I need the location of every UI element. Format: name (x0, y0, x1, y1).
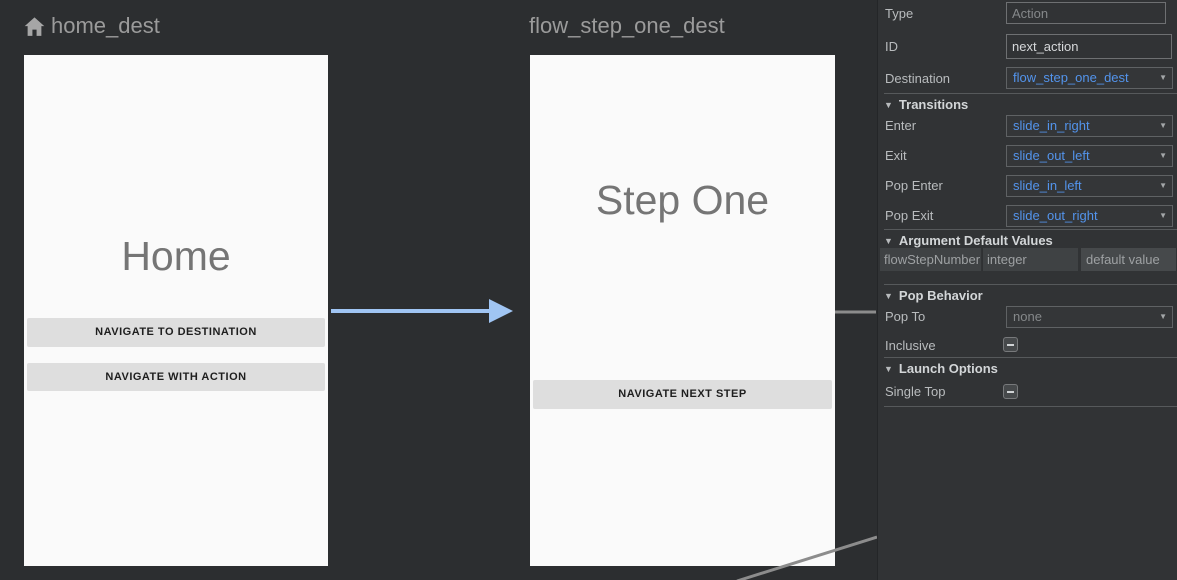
argument-name-cell: flowStepNumber (880, 248, 981, 271)
chevron-down-icon: ▼ (1159, 312, 1167, 321)
collapse-triangle-icon: ▼ (884, 291, 893, 301)
enter-transition-value: slide_in_right (1013, 118, 1090, 133)
inclusive-label: Inclusive (885, 338, 936, 353)
section-separator (884, 406, 1177, 407)
section-separator (884, 357, 1177, 358)
chevron-down-icon: ▼ (1159, 121, 1167, 130)
chevron-down-icon: ▼ (1159, 151, 1167, 160)
destination-label: Destination (885, 71, 951, 86)
home-icon (24, 16, 45, 36)
chevron-down-icon: ▼ (1159, 73, 1167, 82)
transitions-section-header[interactable]: ▼ Transitions (884, 97, 968, 112)
destination-title: flow_step_one_dest (529, 13, 725, 38)
single-top-checkbox[interactable] (1003, 384, 1018, 399)
type-label: Type (885, 6, 914, 21)
indeterminate-dash-icon (1007, 344, 1014, 346)
destination-preview-flow-step-one[interactable]: Step One NAVIGATE NEXT STEP (530, 55, 835, 566)
preview-button: NAVIGATE WITH ACTION (27, 363, 325, 391)
destination-dropdown[interactable]: flow_step_one_dest ▼ (1006, 67, 1173, 89)
pop-exit-label: Pop Exit (885, 208, 934, 223)
pop-enter-transition-value: slide_in_left (1013, 178, 1082, 193)
section-title: Argument Default Values (898, 233, 1053, 248)
enter-label: Enter (885, 118, 917, 133)
exit-transition-dropdown[interactable]: slide_out_left ▼ (1006, 145, 1173, 167)
exit-label: Exit (885, 148, 907, 163)
screen-title: Home (121, 233, 231, 279)
argument-defaults-section-header[interactable]: ▼ Argument Default Values (884, 233, 1053, 248)
collapse-triangle-icon: ▼ (884, 100, 893, 110)
section-separator (884, 229, 1177, 230)
destination-title: home_dest (51, 13, 160, 38)
properties-panel: Type ID Destination flow_step_one_dest ▼… (877, 0, 1177, 580)
section-separator (884, 284, 1177, 285)
destination-preview-home[interactable]: Home NAVIGATE TO DESTINATION NAVIGATE WI… (24, 55, 328, 566)
collapse-triangle-icon: ▼ (884, 236, 893, 246)
nav-graph-canvas[interactable]: home_dest flow_step_one_dest Home NAVIGA… (0, 0, 877, 580)
destination-dropdown-value: flow_step_one_dest (1013, 70, 1129, 85)
pop-exit-transition-dropdown[interactable]: slide_out_right ▼ (1006, 205, 1173, 227)
launch-options-section-header[interactable]: ▼ Launch Options (884, 361, 998, 376)
pop-exit-transition-value: slide_out_right (1013, 208, 1098, 223)
type-input[interactable] (1006, 2, 1166, 24)
section-title: Pop Behavior (898, 288, 983, 303)
argument-row: flowStepNumber integer (880, 248, 1176, 271)
action-arrow-selected[interactable] (331, 299, 513, 323)
chevron-down-icon: ▼ (1159, 211, 1167, 220)
destination-label-flow-step-one[interactable]: flow_step_one_dest (529, 11, 725, 41)
chevron-down-icon: ▼ (1159, 181, 1167, 190)
preview-button: NAVIGATE TO DESTINATION (27, 318, 325, 347)
section-title: Launch Options (898, 361, 998, 376)
section-title: Transitions (898, 97, 969, 112)
argument-default-value-input[interactable] (1081, 248, 1176, 271)
screen-title: Step One (595, 177, 770, 223)
collapse-triangle-icon: ▼ (884, 364, 893, 374)
argument-type-cell: integer (982, 248, 1078, 271)
single-top-label: Single Top (885, 384, 946, 399)
section-separator (884, 93, 1177, 94)
exit-transition-value: slide_out_left (1013, 148, 1090, 163)
pop-to-value: none (1013, 309, 1042, 324)
indeterminate-dash-icon (1007, 391, 1014, 393)
inclusive-checkbox[interactable] (1003, 337, 1018, 352)
pop-enter-transition-dropdown[interactable]: slide_in_left ▼ (1006, 175, 1173, 197)
pop-to-dropdown[interactable]: none ▼ (1006, 306, 1173, 328)
destination-label-home[interactable]: home_dest (22, 11, 160, 41)
pop-to-label: Pop To (885, 309, 926, 324)
preview-button: NAVIGATE NEXT STEP (533, 380, 832, 409)
enter-transition-dropdown[interactable]: slide_in_right ▼ (1006, 115, 1173, 137)
id-input[interactable] (1006, 34, 1172, 59)
pop-behavior-section-header[interactable]: ▼ Pop Behavior (884, 288, 983, 303)
pop-enter-label: Pop Enter (885, 178, 943, 193)
id-label: ID (885, 39, 898, 54)
